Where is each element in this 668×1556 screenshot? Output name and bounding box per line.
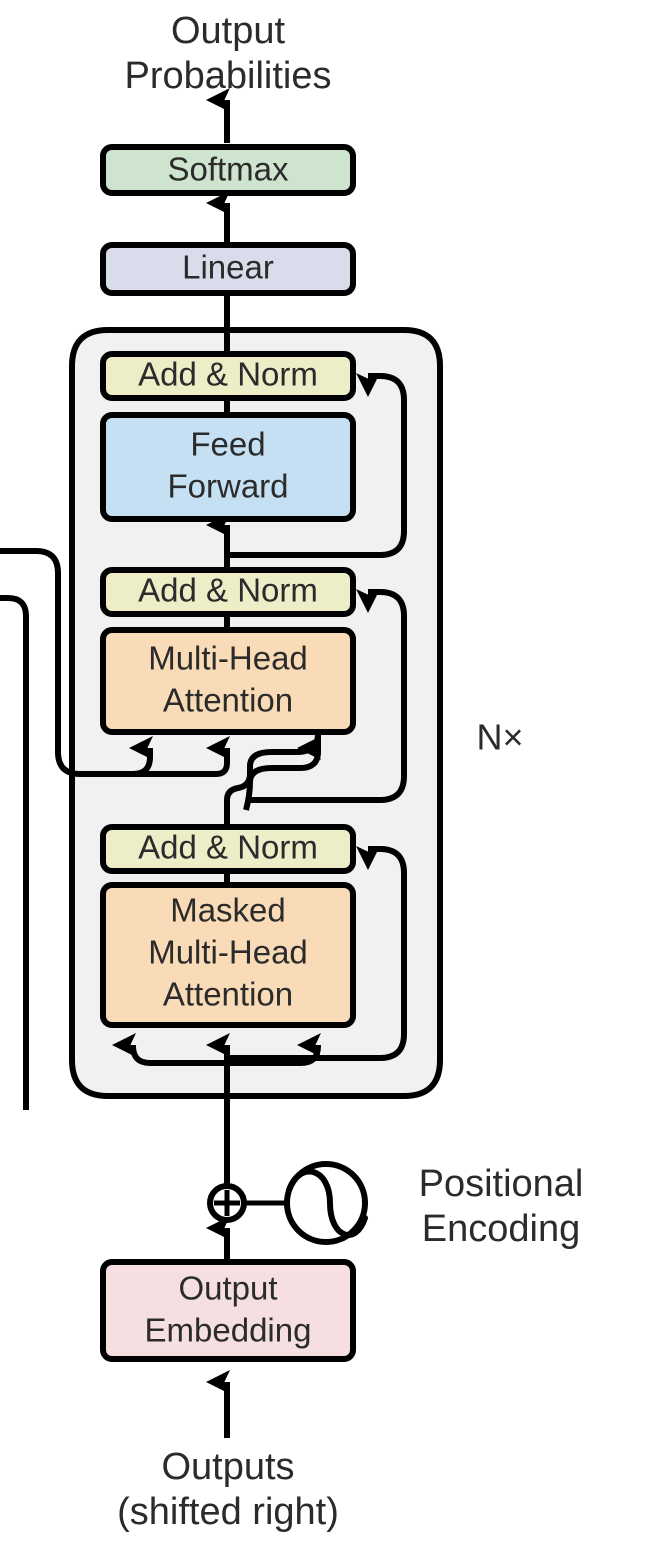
block-multi-head-attention-label-2: Attention xyxy=(163,682,293,719)
block-linear-label: Linear xyxy=(182,249,274,286)
wire-residual-feedforward xyxy=(227,373,407,558)
block-add-norm-top[interactable]: Add & Norm xyxy=(100,351,356,401)
positional-encoding-label-line2: Encoding xyxy=(422,1208,580,1250)
block-feed-forward[interactable]: Feed Forward xyxy=(100,412,356,522)
block-output-embedding[interactable]: Output Embedding xyxy=(100,1259,356,1362)
wire-encoder-memory-k xyxy=(0,548,153,777)
block-output-embedding-label-1: Output xyxy=(178,1270,277,1307)
positional-encoding-label-line1: Positional xyxy=(419,1163,584,1205)
block-multi-head-attention[interactable]: Multi-Head Attention xyxy=(100,627,356,735)
connection-wires xyxy=(0,88,407,1438)
block-softmax[interactable]: Softmax xyxy=(100,144,356,196)
outputs-label-line1: Outputs xyxy=(161,1446,294,1488)
block-masked-mha-label-3: Attention xyxy=(163,976,293,1013)
block-masked-multi-head-attention[interactable]: Masked Multi-Head Attention xyxy=(100,882,356,1028)
block-add-norm-middle-label: Add & Norm xyxy=(138,572,318,609)
block-add-norm-bottom[interactable]: Add & Norm xyxy=(100,824,356,874)
block-multi-head-attention-label-1: Multi-Head xyxy=(148,640,308,677)
block-add-norm-top-label: Add & Norm xyxy=(138,356,318,393)
wire-masked-input-right xyxy=(227,1033,321,1066)
output-probabilities-label-line2: Probabilities xyxy=(125,55,332,97)
wire-query-riser xyxy=(243,736,321,811)
outputs-label-line2: (shifted right) xyxy=(117,1491,339,1533)
wire-encoder-memory-v xyxy=(120,736,230,777)
output-probabilities-label-line1: Output xyxy=(171,10,286,52)
wire-residual-maskedattention xyxy=(227,846,407,1061)
wire-encoder-memory-outer-path xyxy=(0,595,29,1110)
repeat-count-label: N× xyxy=(476,717,523,758)
plus-circle-icon xyxy=(207,1183,247,1223)
block-feed-forward-label-2: Forward xyxy=(167,468,288,505)
block-softmax-label: Softmax xyxy=(167,151,289,188)
sine-wave-circle-icon xyxy=(284,1161,368,1245)
wire-residual-crossattention xyxy=(250,589,407,803)
block-feed-forward-label-1: Feed xyxy=(190,426,265,463)
block-linear[interactable]: Linear xyxy=(100,242,356,296)
block-add-norm-middle[interactable]: Add & Norm xyxy=(100,567,356,617)
wire-masked-input-left xyxy=(112,1033,227,1066)
block-masked-mha-label-1: Masked xyxy=(170,892,286,929)
block-add-norm-bottom-label: Add & Norm xyxy=(138,829,318,866)
block-output-embedding-label-2: Embedding xyxy=(145,1312,312,1349)
block-masked-mha-label-2: Multi-Head xyxy=(148,934,308,971)
